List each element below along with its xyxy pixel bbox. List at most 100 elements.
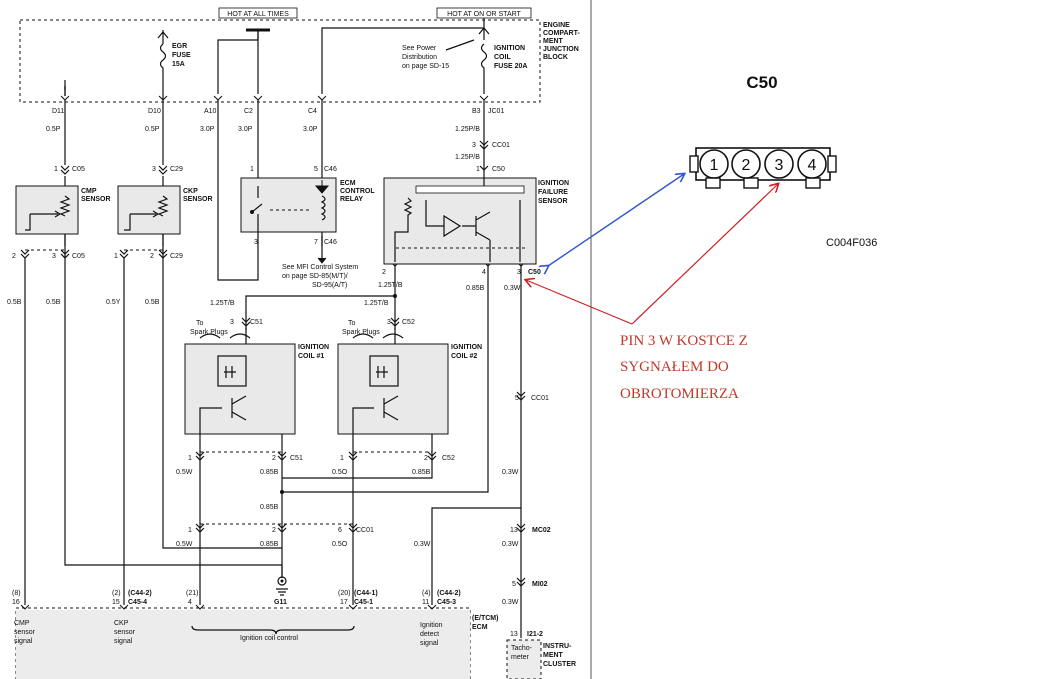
- ckp-sensor: CKP SENSOR: [117, 176, 213, 246]
- svg-text:1: 1: [54, 166, 58, 173]
- ecm-pin-11: 11: [422, 599, 429, 606]
- c50-pin-4: [797, 149, 827, 179]
- c50-connector-view: 1 2 3 4: [689, 147, 837, 189]
- wire-0-5b-a: 0.5B: [7, 299, 22, 306]
- svg-text:1: 1: [476, 166, 480, 173]
- conn-mc02: MC02: [532, 527, 551, 534]
- ecm-pin-8: (8): [12, 590, 21, 597]
- ignition-failure-sensor: IGNITION FAILURE SENSOR: [383, 168, 569, 265]
- wire-0-3w-e: 0.3W: [502, 599, 519, 606]
- blue-double-arrow: [548, 174, 684, 266]
- svg-text:6: 6: [338, 527, 342, 534]
- svg-text:3: 3: [517, 269, 521, 276]
- c50-view-title: C50: [746, 73, 777, 92]
- failure-sensor-line-3: SENSOR: [538, 198, 568, 205]
- cmp-sensor: CMP SENSOR: [15, 176, 111, 246]
- conn-c46-top: C46: [324, 166, 337, 173]
- ecm-pin-15: 15: [112, 599, 120, 606]
- pin-d10: D10: [148, 108, 161, 115]
- ignition-coil-2: To Spark Plugs IGNITION COIL #2: [337, 320, 482, 435]
- svg-text:1: 1: [188, 455, 192, 462]
- jb-label-line-5: BLOCK: [543, 54, 568, 61]
- svg-text:5: 5: [512, 581, 516, 588]
- ecm-c44-2-a: (C44-2): [128, 590, 152, 597]
- ckp-sensor-line-2: SENSOR: [183, 196, 213, 203]
- coil2-spark-line-1: To: [348, 320, 356, 327]
- junction-connector-chevrons: [60, 95, 489, 101]
- cmp-signal-1: CMP: [14, 620, 30, 627]
- wire-0-85b-a: 0.85B: [466, 285, 485, 292]
- conn-c46-bottom: C46: [324, 239, 337, 246]
- c50-pin-1-label: 1: [710, 157, 719, 174]
- ecm-c44-2-b: (C44-2): [437, 590, 461, 597]
- instrument-cluster: Tacho- meter INSTRU- MENT CLUSTER: [506, 639, 576, 679]
- svg-text:13: 13: [510, 527, 518, 534]
- ckp-signal-1: CKP: [114, 620, 129, 627]
- svg-text:4: 4: [482, 269, 486, 276]
- bus-wire-c4: [321, 18, 485, 94]
- svg-text:3: 3: [472, 142, 476, 149]
- cmp-sensor-line-1: CMP: [81, 188, 97, 195]
- red-arrow-to-pin3: [631, 184, 778, 325]
- svg-text:2: 2: [150, 253, 154, 260]
- conn-c05-top: C05: [72, 166, 85, 173]
- c50-pin-1: [699, 149, 729, 179]
- annotation-line-2: SYGNAŁEM DO: [620, 359, 729, 375]
- svg-text:2: 2: [272, 455, 276, 462]
- svg-text:2: 2: [12, 253, 16, 260]
- ecm-label-1: (E/TCM): [472, 615, 498, 622]
- c50-pin-3-label: 3: [775, 157, 784, 174]
- ecm-pin-4a: 4: [188, 599, 192, 606]
- wire-0-85b-b: 0.85B: [260, 469, 279, 476]
- ground-g11: G11: [274, 576, 288, 606]
- ground-g11-label: G11: [274, 599, 287, 606]
- coil1-line-1: IGNITION: [298, 344, 329, 351]
- coil2-spark-line-2: Spark Plugs: [342, 329, 380, 336]
- c50-view-code: C004F036: [826, 237, 877, 249]
- c50-pin-4-label: 4: [808, 157, 817, 174]
- cmp-sensor-line-2: SENSOR: [81, 196, 111, 203]
- conn-c52-top: C52: [402, 319, 415, 326]
- ecm-c45-4: C45-4: [128, 599, 147, 606]
- jb-label-line-3: MENT: [543, 38, 564, 45]
- svg-text:3: 3: [152, 166, 156, 173]
- wire-labels: 0.5P 0.5P 3.0P 3.0P 3.0P 1.25P/B 1.25P/B…: [7, 126, 521, 606]
- ignition-fuse-line-1: IGNITION: [494, 45, 525, 52]
- coil1-spark-line-1: To: [196, 320, 204, 327]
- failure-sensor-line-1: IGNITION: [538, 180, 569, 187]
- ecm-pin-20: (20): [338, 590, 350, 597]
- ecm-label-2: ECM: [472, 624, 488, 631]
- svg-text:1: 1: [250, 166, 254, 173]
- pin-c4: C4: [308, 108, 317, 115]
- svg-text:2: 2: [272, 527, 276, 534]
- conn-c05-bottom: C05: [72, 253, 85, 260]
- ecm-c44-1: (C44-1): [354, 590, 378, 597]
- conn-c50-top: C50: [492, 166, 505, 173]
- svg-text:1: 1: [188, 527, 192, 534]
- ecm-pin-4b: (4): [422, 590, 431, 597]
- ignition-detect-1: Ignition: [420, 622, 443, 629]
- svg-text:3: 3: [387, 319, 391, 326]
- wire-3-0p-a: 3.0P: [200, 126, 215, 133]
- splice-dot-1: [280, 490, 284, 494]
- conn-c29-bottom: C29: [170, 253, 183, 260]
- pin-d11: D11: [52, 108, 64, 115]
- wire-0-5o-b: 0.5O: [332, 541, 348, 548]
- wire-0-85b-d: 0.85B: [260, 504, 279, 511]
- coil2-line-2: COIL #2: [451, 353, 477, 360]
- egr-fuse: EGR FUSE 15A: [157, 30, 191, 90]
- svg-text:5: 5: [314, 166, 318, 173]
- cluster-line-2: MENT: [543, 652, 564, 659]
- conn-c50-bottom: C50: [528, 269, 541, 276]
- wire-1-25pb-b: 1.25P/B: [455, 154, 480, 161]
- ignition-coil-control: Ignition coil control: [240, 635, 298, 642]
- hot-at-on-start-label: HOT AT ON OR START: [447, 11, 521, 18]
- see-mfi-line-3: SD-95(A/T): [312, 282, 347, 289]
- ckp-sensor-line-1: CKP: [183, 188, 198, 195]
- pin-b3: B3: [472, 108, 481, 115]
- main-wires: [24, 80, 522, 638]
- wire-0-5w-a: 0.5W: [176, 469, 193, 476]
- svg-text:13: 13: [510, 631, 518, 638]
- ecm-signal-labels: CMP sensor signal CKP sensor signal Igni…: [14, 615, 498, 647]
